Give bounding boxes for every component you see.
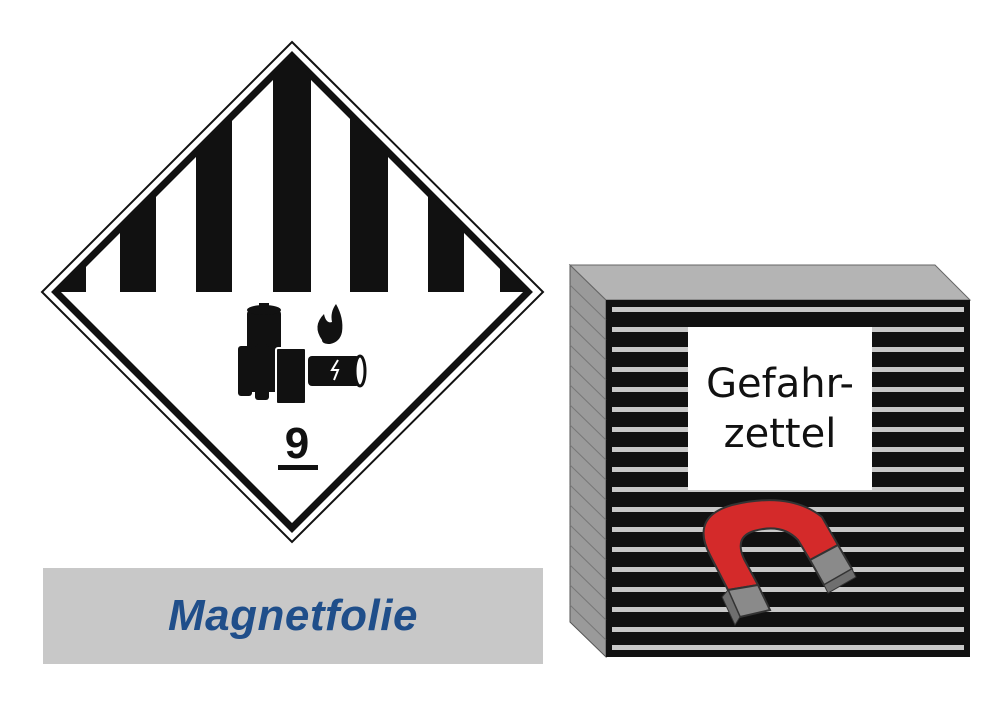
placard-stripes xyxy=(56,56,528,292)
hazard-label-card: Gefahr- zettel xyxy=(688,327,872,490)
stack-top-face xyxy=(568,264,972,301)
label-card-line2: zettel xyxy=(723,410,837,457)
stack-side-face xyxy=(569,263,607,659)
product-banner: Magnetfolie xyxy=(43,568,543,664)
banner-text: Magnetfolie xyxy=(168,591,418,640)
stack-side-lines xyxy=(569,284,607,641)
placard-class-number: 9 xyxy=(285,419,309,468)
class-number-underline xyxy=(278,465,318,470)
label-card-line1: Gefahr- xyxy=(706,360,854,407)
lithium-battery-icon xyxy=(238,303,367,405)
horseshoe-magnet-icon xyxy=(702,499,857,627)
